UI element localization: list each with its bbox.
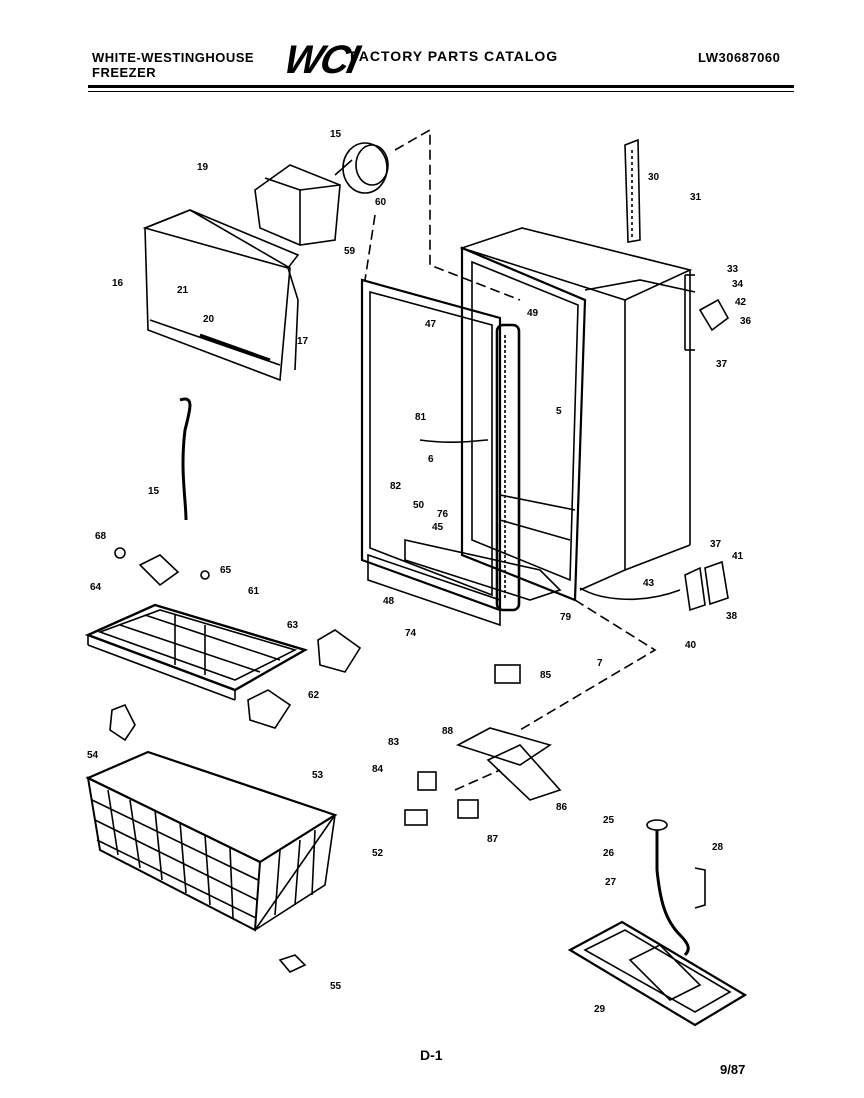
callout-15-lower: 15 [148, 486, 160, 497]
header-rule-thick [88, 85, 794, 88]
callout-59: 59 [344, 246, 356, 257]
callout-16: 16 [112, 278, 124, 289]
callout-45: 45 [432, 522, 444, 533]
callout-88: 88 [442, 726, 454, 737]
bottom-clip [278, 954, 307, 973]
catalog-title: FACTORY PARTS CATALOG [350, 48, 559, 64]
shelf-supports [109, 547, 362, 742]
callout-34: 34 [732, 279, 744, 290]
header-rule-thin [88, 91, 794, 92]
callout-68: 68 [95, 531, 107, 542]
callout-55: 55 [330, 981, 342, 992]
callout-48: 48 [383, 596, 395, 607]
callout-84: 84 [372, 764, 384, 775]
callout-76: 76 [437, 509, 449, 520]
callout-37: 37 [716, 359, 728, 370]
wire-basket [85, 750, 338, 932]
callout-62: 62 [308, 690, 320, 701]
callout-37-lower: 37 [710, 539, 722, 550]
model-number: LW30687060 [698, 50, 781, 65]
callout-30: 30 [648, 172, 660, 183]
callout-47: 47 [425, 319, 437, 330]
callout-60: 60 [375, 197, 387, 208]
callout-36: 36 [740, 316, 752, 327]
callout-7: 7 [597, 658, 603, 669]
heater-wire [179, 397, 192, 521]
callout-65: 65 [220, 565, 232, 576]
callout-50: 50 [413, 500, 425, 511]
callout-53: 53 [312, 770, 324, 781]
callout-40: 40 [685, 640, 697, 651]
callout-21: 21 [177, 285, 189, 296]
callout-20: 20 [203, 314, 215, 325]
callout-74: 74 [405, 628, 417, 639]
callout-49: 49 [527, 308, 539, 319]
callout-28: 28 [712, 842, 724, 853]
callout-85: 85 [540, 670, 552, 681]
door-frame-bottom [367, 539, 562, 627]
callout-61: 61 [248, 586, 260, 597]
callout-79: 79 [560, 612, 572, 623]
callout-27: 27 [605, 877, 617, 888]
bottom-hinge-assembly [579, 560, 729, 612]
callout-15: 15 [330, 129, 342, 140]
product-type: FREEZER [92, 65, 157, 80]
callout-87: 87 [487, 834, 499, 845]
fan-motor [254, 142, 389, 246]
callout-41: 41 [732, 551, 744, 562]
bracket-leader-lines [454, 599, 657, 791]
callout-82: 82 [390, 481, 402, 492]
brand-name: WHITE-WESTINGHOUSE [92, 50, 255, 65]
callout-19: 19 [197, 162, 209, 173]
callout-6: 6 [428, 454, 434, 465]
callout-42: 42 [735, 297, 747, 308]
callout-52: 52 [372, 848, 384, 859]
callout-64: 64 [90, 582, 102, 593]
callout-43: 43 [643, 578, 655, 589]
drain-assembly [567, 819, 748, 1027]
callout-54: 54 [87, 750, 99, 761]
callout-83: 83 [388, 737, 400, 748]
callout-86: 86 [556, 802, 568, 813]
callout-17: 17 [297, 336, 309, 347]
callout-5: 5 [556, 406, 562, 417]
callout-29: 29 [594, 1004, 606, 1015]
catalog-date: 9/87 [720, 1062, 746, 1077]
top-hinge-bar [624, 138, 641, 243]
callout-26: 26 [603, 848, 615, 859]
back-panel [142, 209, 300, 382]
fan-leader-lines [364, 128, 521, 301]
callout-33: 33 [727, 264, 739, 275]
callout-63: 63 [287, 620, 299, 631]
control-bracket [404, 664, 562, 826]
top-hinge-assembly [684, 274, 730, 351]
callout-81: 81 [415, 412, 427, 423]
wire-shelf [84, 603, 309, 701]
callout-38: 38 [726, 611, 738, 622]
callout-31: 31 [690, 192, 702, 203]
door-gasket [419, 439, 489, 444]
callout-25: 25 [603, 815, 615, 826]
page-label: D-1 [420, 1047, 443, 1063]
